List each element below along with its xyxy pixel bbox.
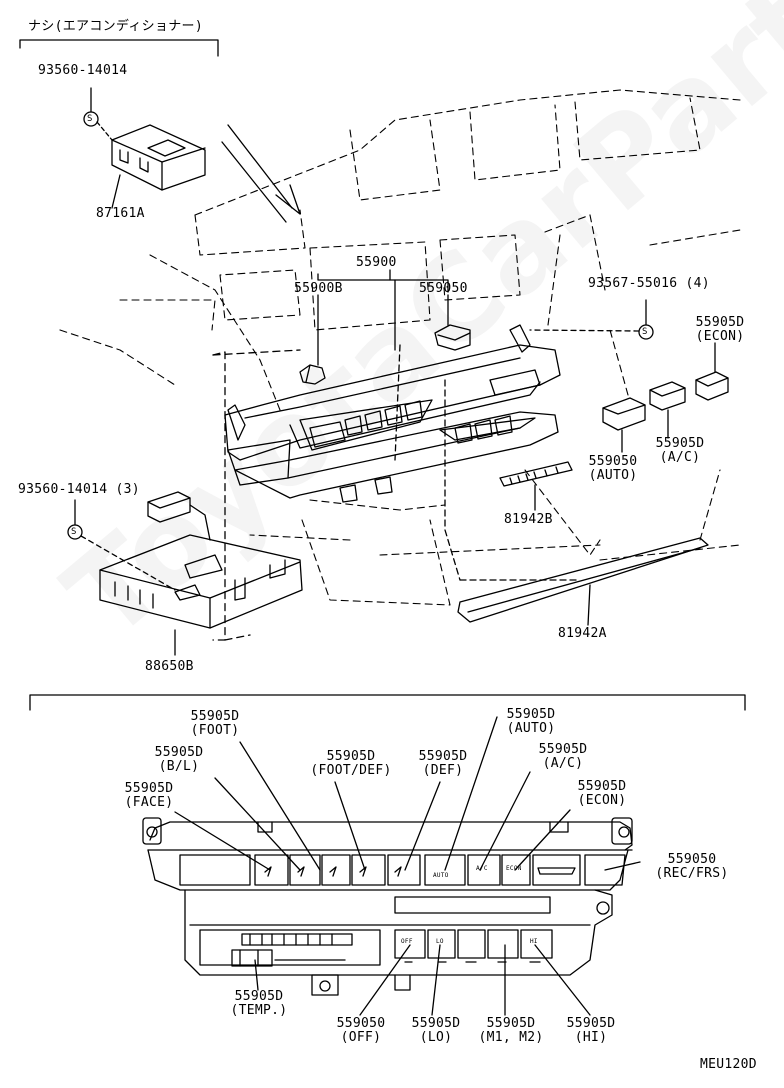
label-def-name: (DEF) — [422, 763, 464, 778]
label-def: 55905D (DEF) — [408, 750, 478, 778]
part-81942A-drawing — [457, 537, 709, 626]
label-econ-top: 55905D (ECON) — [685, 316, 755, 344]
label-rec-code: 559050 — [667, 852, 717, 867]
detail-frame — [29, 694, 746, 711]
knob-top-drawing — [434, 324, 471, 351]
label-m1m2: 55905D (M1, M2) — [474, 1017, 548, 1045]
label-ac-name: (A/C) — [542, 756, 584, 771]
label-ac-top-name: (A/C) — [659, 450, 701, 465]
label-55900B: 55900B — [294, 281, 343, 296]
label-def-code: 55905D — [418, 749, 468, 764]
part-55900-leader — [317, 269, 449, 366]
label-foot-def-name: (FOOT/DEF) — [310, 763, 392, 778]
label-econ-code: 55905D — [577, 779, 627, 794]
label-foot: 55905D (FOOT) — [180, 710, 250, 738]
label-foot-code: 55905D — [190, 709, 240, 724]
label-ac: 55905D (A/C) — [528, 743, 598, 771]
screw-right-drawing — [529, 299, 654, 340]
label-econ-name: (ECON) — [577, 793, 627, 808]
part-81942B-drawing — [499, 461, 573, 511]
label-foot-name: (FOOT) — [190, 723, 240, 738]
label-hi-code: 55905D — [566, 1016, 616, 1031]
bulb-drawing — [299, 364, 326, 385]
label-bl-name: (B/L) — [158, 759, 200, 774]
label-screw-right: 93567-55016 (4) — [588, 276, 710, 291]
screw-marker-left: S — [71, 527, 77, 537]
panel-text-ac: A/C — [476, 865, 488, 872]
label-temp: 55905D (TEMP.) — [222, 990, 296, 1018]
main-unit-drawing — [212, 324, 581, 641]
label-foot-def: 55905D (FOOT/DEF) — [296, 750, 406, 778]
label-auto: 55905D (AUTO) — [496, 708, 566, 736]
part-87161A-drawing — [83, 87, 206, 209]
label-off-code: 559050 — [336, 1016, 386, 1031]
label-auto-top: 559050 (AUTO) — [578, 455, 648, 483]
panel-text-auto: AUTO — [433, 872, 449, 879]
label-foot-def-code: 55905D — [326, 749, 376, 764]
direction-arrow — [221, 124, 301, 223]
label-lo-code: 55905D — [411, 1016, 461, 1031]
label-auto-top-name: (AUTO) — [588, 468, 638, 483]
label-87161A: 87161A — [96, 206, 145, 221]
label-temp-code: 55905D — [234, 989, 284, 1004]
small-knobs-drawing — [602, 342, 729, 453]
panel-text-off: OFF — [401, 938, 413, 945]
label-m1m2-name: (M1, M2) — [478, 1030, 544, 1045]
label-81942B: 81942B — [504, 512, 553, 527]
label-bl-code: 55905D — [154, 745, 204, 760]
label-auto-top-code: 559050 — [588, 454, 638, 469]
label-55900: 55900 — [356, 255, 397, 270]
label-88650B: 88650B — [145, 659, 194, 674]
lower-leaders — [174, 716, 641, 1016]
label-hi-name: (HI) — [574, 1030, 608, 1045]
label-off: 559050 (OFF) — [326, 1017, 396, 1045]
label-lo-name: (LO) — [419, 1030, 453, 1045]
label-m1m2-code: 55905D — [486, 1016, 536, 1031]
label-face: 55905D (FACE) — [114, 782, 184, 810]
label-face-code: 55905D — [124, 781, 174, 796]
label-temp-name: (TEMP.) — [230, 1003, 288, 1018]
part-88650B-drawing — [67, 491, 303, 656]
label-econ: 55905D (ECON) — [567, 780, 637, 808]
label-auto-code: 55905D — [506, 707, 556, 722]
header-bracket — [19, 39, 219, 57]
label-rec: 559050 (REC/FRS) — [644, 853, 740, 881]
label-screw-top: 93560-14014 — [38, 63, 128, 78]
label-81942A: 81942A — [558, 626, 607, 641]
label-ac-code: 55905D — [538, 742, 588, 757]
label-ac-top-code: 55905D — [655, 436, 705, 451]
figure-code: MEU120D — [700, 1057, 757, 1072]
panel-text-hi: HI — [530, 938, 538, 945]
label-off-name: (OFF) — [340, 1030, 382, 1045]
label-econ-top-name: (ECON) — [695, 329, 745, 344]
label-auto-name: (AUTO) — [506, 721, 556, 736]
screw-marker-right: S — [642, 327, 648, 337]
dashboard-outline — [59, 89, 741, 606]
label-face-name: (FACE) — [124, 795, 174, 810]
label-econ-top-code: 55905D — [695, 315, 745, 330]
label-screw-left: 93560-14014 (3) — [18, 482, 140, 497]
control-panel-drawing — [142, 817, 633, 996]
label-hi: 55905D (HI) — [556, 1017, 626, 1045]
label-ac-top: 55905D (A/C) — [645, 437, 715, 465]
panel-text-econ: ECON — [506, 865, 522, 872]
label-bl: 55905D (B/L) — [144, 746, 214, 774]
header-note: ナシ(エアコンディショナー) — [28, 19, 203, 34]
panel-text-lo: LO — [436, 938, 444, 945]
label-559050-top: 559050 — [419, 281, 468, 296]
label-rec-name: (REC/FRS) — [655, 866, 729, 881]
label-lo: 55905D (LO) — [401, 1017, 471, 1045]
screw-marker-top: S — [87, 114, 93, 124]
